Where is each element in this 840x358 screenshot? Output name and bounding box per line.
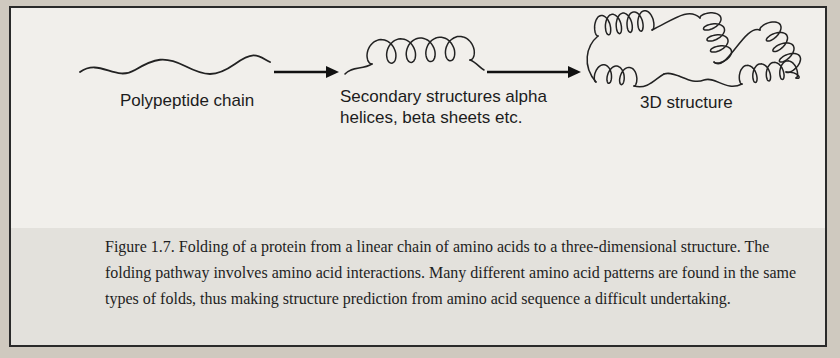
- flow-arrow: [274, 66, 339, 78]
- stage-label: Polypeptide chain: [120, 90, 290, 111]
- chain-stroke: [714, 29, 760, 63]
- chain-stroke: [345, 64, 372, 74]
- folding-stage: 3D structure: [585, 8, 800, 88]
- chain-stroke: [634, 74, 664, 87]
- folding-stage: Polypeptide chain: [75, 20, 272, 90]
- chain-stroke: [470, 60, 484, 70]
- chain-stroke: [664, 73, 742, 86]
- chain-stroke: [80, 55, 270, 74]
- chain-stroke: [595, 11, 654, 36]
- chain-stroke: [700, 13, 732, 63]
- folding-stage: Secondary structures alpha helices, beta…: [343, 20, 485, 90]
- stage-label: 3D structure: [640, 92, 790, 113]
- chain-stroke: [594, 65, 637, 86]
- chain-stroke: [652, 14, 700, 30]
- flow-arrow: [487, 66, 581, 78]
- chain-stroke: [367, 36, 474, 64]
- chain-stroke: [587, 36, 598, 82]
- figure-caption: Figure 1.7. Folding of a protein from a …: [105, 234, 817, 312]
- stage-label: Secondary structures alpha helices, beta…: [340, 86, 585, 128]
- chain-stroke: [786, 72, 799, 78]
